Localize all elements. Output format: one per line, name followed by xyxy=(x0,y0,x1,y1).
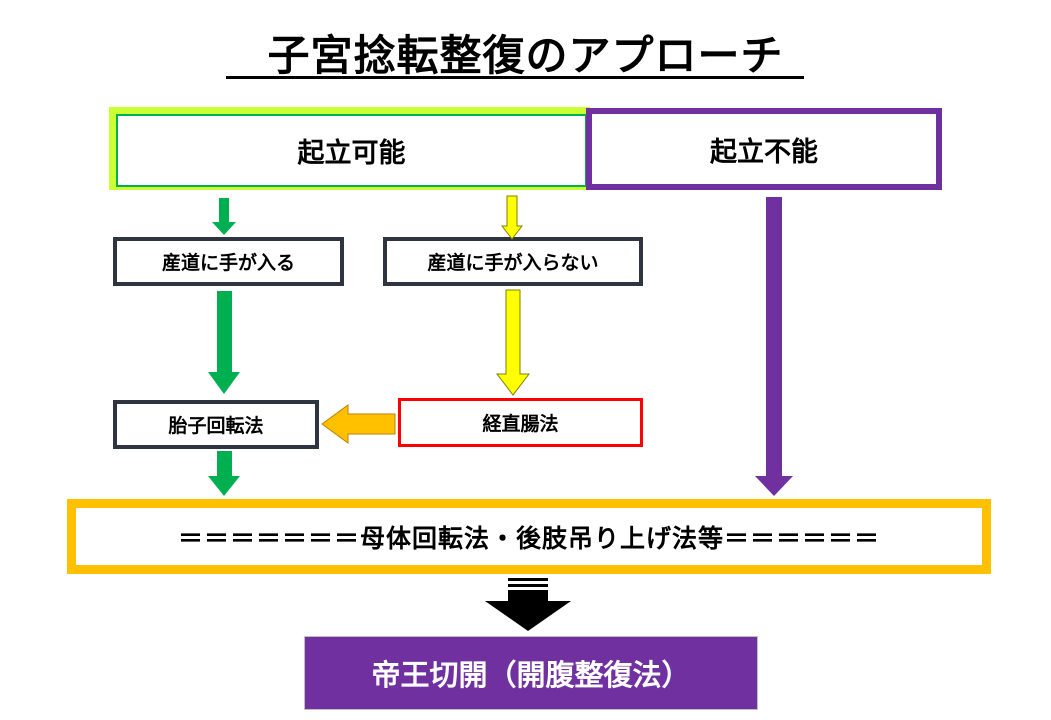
node-hand-enters: 産道に手が入る xyxy=(113,237,344,286)
arrow-purple xyxy=(755,197,793,496)
node-hand-not-enter: 産道に手が入らない xyxy=(383,237,643,286)
arrow-yellow-1 xyxy=(500,195,524,240)
title-underline xyxy=(226,76,804,79)
node-standing-impossible: 起立不能 xyxy=(586,108,942,190)
arrow-green-3 xyxy=(208,451,240,496)
arrow-black-stripe-2 xyxy=(508,584,548,587)
node-fetal-rotation: 胎子回転法 xyxy=(113,400,319,449)
node-standing-possible-label: 起立可能 xyxy=(116,114,587,187)
node-maternal-methods: ＝＝＝＝＝＝＝母体回転法・後肢吊り上げ法等＝＝＝＝＝＝ xyxy=(67,499,991,574)
arrow-black-stripe-1 xyxy=(508,578,548,581)
node-cesarean: 帝王切開（開腹整復法） xyxy=(304,636,758,710)
arrow-yellow-2 xyxy=(495,289,531,396)
arrow-green-1 xyxy=(212,198,236,235)
arrow-black xyxy=(485,590,571,631)
page-title: 子宮捻転整復のアプローチ xyxy=(267,31,784,80)
node-transrectal: 経直腸法 xyxy=(398,398,643,447)
node-standing-possible: 起立可能 xyxy=(109,107,590,190)
arrow-green-2 xyxy=(208,291,240,394)
arrow-orange xyxy=(321,404,396,444)
